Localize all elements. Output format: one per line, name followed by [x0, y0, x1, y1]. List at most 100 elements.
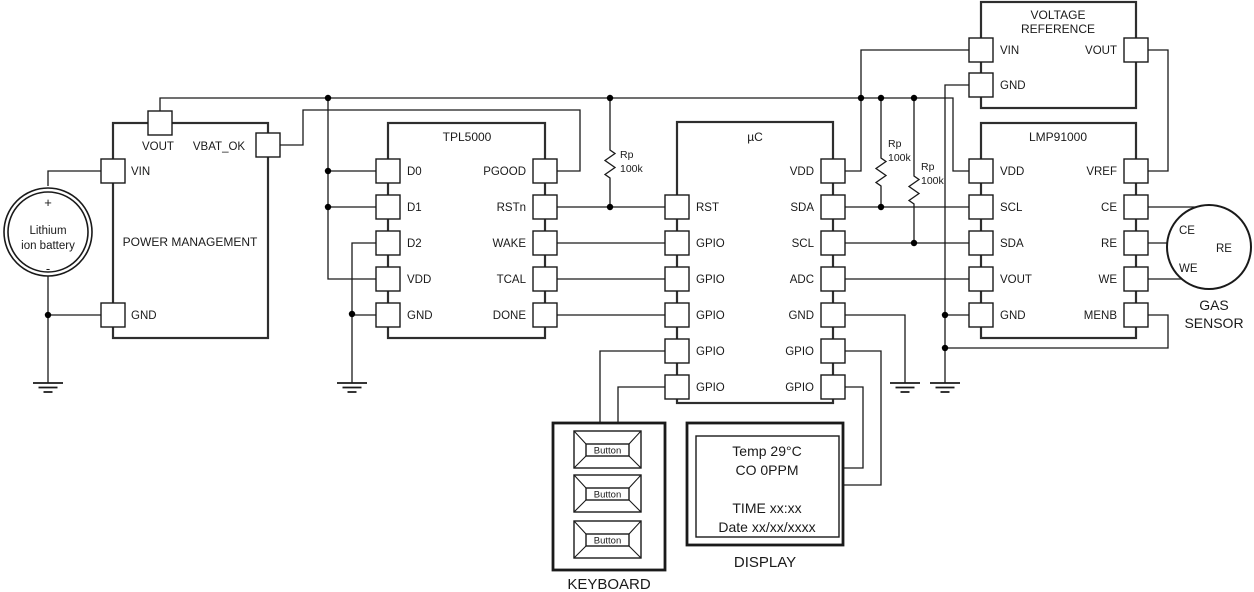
lithium-battery: + Lithium ion battery -: [3, 187, 93, 277]
vref-pin-vin: [968, 37, 994, 63]
mcu-pin-gpio-l2: [664, 266, 690, 292]
ground-battery: [33, 382, 63, 393]
pm-vbatok-label: VBAT_OK: [193, 141, 246, 153]
tpl-pin-d1: [375, 194, 401, 220]
resistor-r2-name: Rp: [888, 138, 902, 150]
button-bevel: [573, 520, 642, 559]
button-label: Button: [594, 446, 621, 457]
tpl-d2-label: D2: [407, 238, 422, 250]
pm-vin-label: VIN: [131, 166, 150, 178]
button-face: [585, 443, 630, 457]
vref-vout-label: VOUT: [1085, 45, 1117, 57]
junction-dot: [44, 311, 52, 319]
button-label: Button: [594, 536, 621, 547]
mcu-pin-vdd: [820, 158, 846, 184]
lmp-pin-menb: [1123, 302, 1149, 328]
mcu-gpio-l2-label: GPIO: [696, 274, 725, 286]
lmp-scl-label: SCL: [1000, 202, 1023, 214]
vref-title-line1: VOLTAGE: [1031, 8, 1086, 22]
mcu-gpio-l5-label: GPIO: [696, 382, 725, 394]
mcu-pin-gpio-l1: [664, 230, 690, 256]
lmp-menb-label: MENB: [1084, 310, 1118, 322]
lmp-vref-label: VREF: [1086, 166, 1117, 178]
junction-dot: [348, 310, 356, 318]
wire-vbatok-pgood: [280, 109, 581, 172]
resistor-r3-value: 100k: [921, 175, 945, 187]
display-co-line: CO 0PPM: [735, 462, 798, 478]
pm-pin-gnd: [100, 302, 126, 328]
keyboard: Button Button Button KEYBOARD: [551, 421, 667, 592]
junction-dot: [941, 344, 949, 352]
display-date-line: Date xx/xx/xxxx: [718, 519, 815, 535]
lmp-pin-vref: [1123, 158, 1149, 184]
keyboard-button-1[interactable]: Button: [573, 430, 642, 469]
tpl-pin-done: [532, 302, 558, 328]
pm-gnd-label: GND: [131, 310, 157, 322]
labels: VOUT VBAT_OK VIN GND POWER MANAGEMENT TP…: [123, 8, 1118, 394]
mcu-adc-label: ADC: [790, 274, 814, 286]
display-screen: [695, 435, 840, 538]
junction-dot: [877, 94, 885, 102]
vref-title-line2: REFERENCE: [1021, 22, 1095, 36]
keyboard-button-2[interactable]: Button: [573, 474, 642, 513]
mcu-gpio-l1-label: GPIO: [696, 238, 725, 250]
ground-mcu: [890, 382, 920, 393]
resistor-r3-name: Rp: [921, 161, 935, 173]
tpl-pgood-label: PGOOD: [483, 166, 526, 178]
display: Temp 29°C CO 0PPM TIME xx:xx Date xx/xx/…: [685, 421, 845, 571]
lmp-ce-label: CE: [1101, 202, 1117, 214]
resistor-r2-symbol: [874, 98, 888, 207]
lmp-re-label: RE: [1101, 238, 1117, 250]
lmp-pin-re: [1123, 230, 1149, 256]
lmp-pin-sda: [968, 230, 994, 256]
lmp-pin-vout: [968, 266, 994, 292]
junction-dot: [910, 94, 918, 102]
mcu-gpio-r2-label: GPIO: [785, 382, 814, 394]
lmp-title: LMP91000: [1029, 130, 1087, 144]
mcu-gpio-l4-label: GPIO: [696, 346, 725, 358]
junction-dot: [324, 167, 332, 175]
tpl-d1-label: D1: [407, 202, 422, 214]
mcu-rst-label: RST: [696, 202, 719, 214]
mcu-block: [675, 120, 835, 405]
gas-sensor-we-label: WE: [1179, 263, 1198, 275]
wire-vdd-vrefvin: [845, 49, 969, 172]
junction-dot: [910, 239, 918, 247]
wire-menb-gnd: [945, 314, 1169, 349]
junction-dot: [324, 203, 332, 211]
lmp-pin-we: [1123, 266, 1149, 292]
tpl-d0-label: D0: [407, 166, 422, 178]
wire-rail-to-tpl: [327, 98, 376, 280]
battery-plus-sign: +: [44, 195, 52, 210]
ground-symbols: [33, 382, 960, 393]
mcu-pin-gnd: [820, 302, 846, 328]
tpl-wake-label: WAKE: [493, 238, 527, 250]
junction-dot: [877, 203, 885, 211]
resistor-r1-name: Rp: [620, 149, 634, 161]
wire-vout-rail: [159, 97, 969, 172]
battery-label-line1: Lithium: [29, 225, 66, 237]
mcu-gnd-label: GND: [788, 310, 814, 322]
lmp-pin-gnd: [968, 302, 994, 328]
lmp-pin-vdd: [968, 158, 994, 184]
pm-pin-vin: [100, 158, 126, 184]
pin-boxes: [100, 37, 1149, 400]
mcu-gpio-l3-label: GPIO: [696, 310, 725, 322]
vref-pin-vout: [1123, 37, 1149, 63]
gas-sensor: CE RE WE GAS SENSOR: [1166, 204, 1252, 331]
ground-lmp: [930, 382, 960, 393]
junction-dot: [606, 94, 614, 102]
wires: [47, 49, 1198, 486]
display-caption: DISPLAY: [734, 554, 796, 571]
tpl-pin-wake: [532, 230, 558, 256]
tpl-pin-gnd: [375, 302, 401, 328]
keyboard-button-3[interactable]: Button: [573, 520, 642, 559]
tpl-title: TPL5000: [443, 130, 492, 144]
mcu-pin-scl: [820, 230, 846, 256]
junction-dots: [44, 94, 949, 352]
tpl-vdd-label: VDD: [407, 274, 431, 286]
tpl-gnd-label: GND: [407, 310, 433, 322]
tpl-tcal-label: TCAL: [497, 274, 527, 286]
wire-battery-positive: [47, 170, 101, 186]
